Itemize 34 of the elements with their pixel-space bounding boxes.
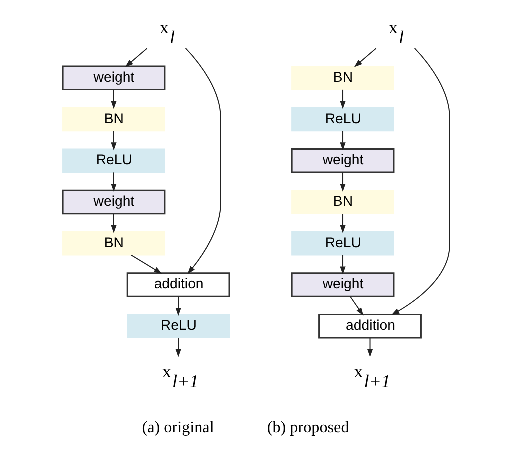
arrow (367, 338, 374, 358)
arrow (131, 254, 162, 274)
node-box: BN (62, 107, 166, 132)
label: (b) proposed (267, 420, 350, 437)
arrow (111, 90, 117, 110)
node-box: weight (62, 66, 166, 91)
node-box: BN (292, 66, 394, 90)
node-box: ReLU (62, 148, 166, 173)
arrow (350, 296, 364, 316)
node-box: addition (126, 272, 230, 298)
node-box: ReLU (292, 107, 394, 132)
node-box: weight (291, 272, 395, 298)
node-box: ReLU (127, 314, 230, 338)
node-box: addition (318, 314, 422, 339)
arrow (186, 48, 222, 274)
node-box: ReLU (292, 232, 394, 256)
arrow (111, 214, 117, 234)
node-box: weight (62, 190, 166, 215)
arrow (340, 90, 346, 110)
arrow (354, 48, 377, 68)
arrow (340, 214, 346, 234)
arrow (340, 255, 346, 275)
arrow (340, 172, 346, 192)
node-box: BN (62, 232, 166, 256)
node-box: BN (292, 190, 394, 214)
arrow (111, 131, 117, 151)
arrow (176, 296, 182, 316)
arrow (125, 48, 148, 68)
node-box: weight (291, 148, 395, 174)
arrow (176, 338, 182, 358)
arrow (340, 131, 346, 151)
label: (a) original (142, 420, 214, 437)
arrow (111, 172, 117, 192)
arrow (392, 48, 450, 316)
